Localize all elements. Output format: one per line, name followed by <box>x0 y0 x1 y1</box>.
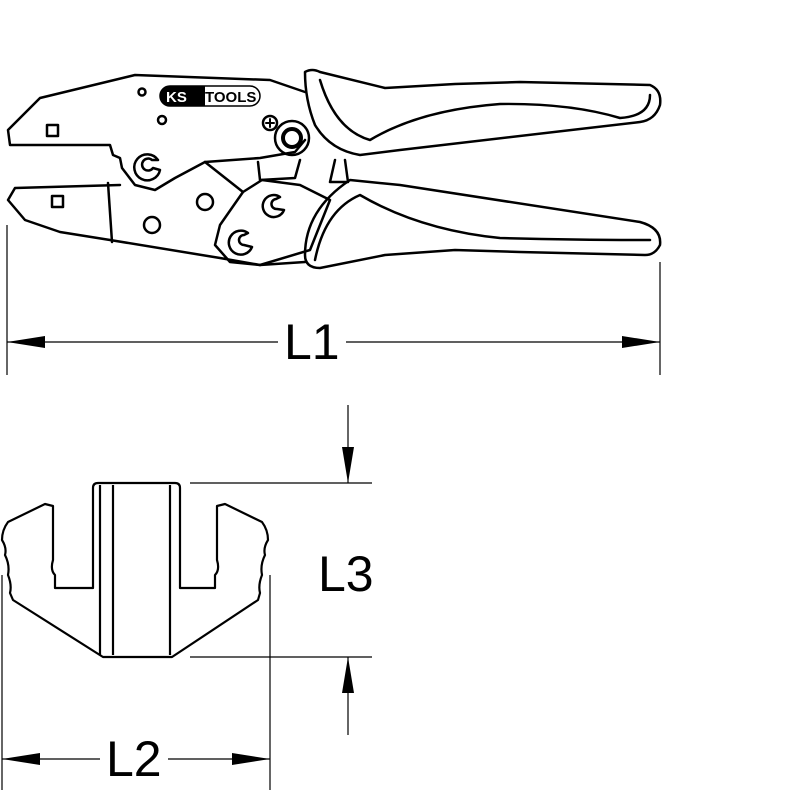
c-clip-upper <box>133 153 162 182</box>
c-clip-link-1 <box>261 193 286 219</box>
svg-text:KS: KS <box>166 89 187 106</box>
adjust-screw <box>261 114 279 132</box>
l2-label: L2 <box>100 734 168 784</box>
l3-arrow-top <box>342 447 354 483</box>
lower-jaw-square <box>50 194 65 209</box>
l2-arrow-left <box>2 753 40 765</box>
die-profile <box>0 481 270 659</box>
upper-handle <box>303 68 662 157</box>
svg-text:TOOLS: TOOLS <box>205 89 256 106</box>
l1-label: L1 <box>278 317 346 367</box>
adjust-wheel <box>273 119 311 157</box>
pivot-circle-2 <box>142 215 162 235</box>
l3-label: L3 <box>318 546 374 602</box>
ks-tools-logo: KS TOOLS <box>159 85 261 107</box>
l2-arrow-right <box>232 753 270 765</box>
upper-jaw-square <box>45 123 60 138</box>
lower-handle <box>303 178 662 270</box>
c-clip-link-2 <box>227 229 254 256</box>
l3-arrow-bottom <box>342 657 354 693</box>
link-plate <box>213 178 332 267</box>
l1-arrow-left <box>7 336 45 348</box>
pivot-circle-1 <box>195 192 215 212</box>
l1-arrow-right <box>622 336 660 348</box>
upper-jaw <box>6 73 307 192</box>
rivet-small-1 <box>137 87 147 97</box>
rivet-small-2 <box>156 114 168 126</box>
